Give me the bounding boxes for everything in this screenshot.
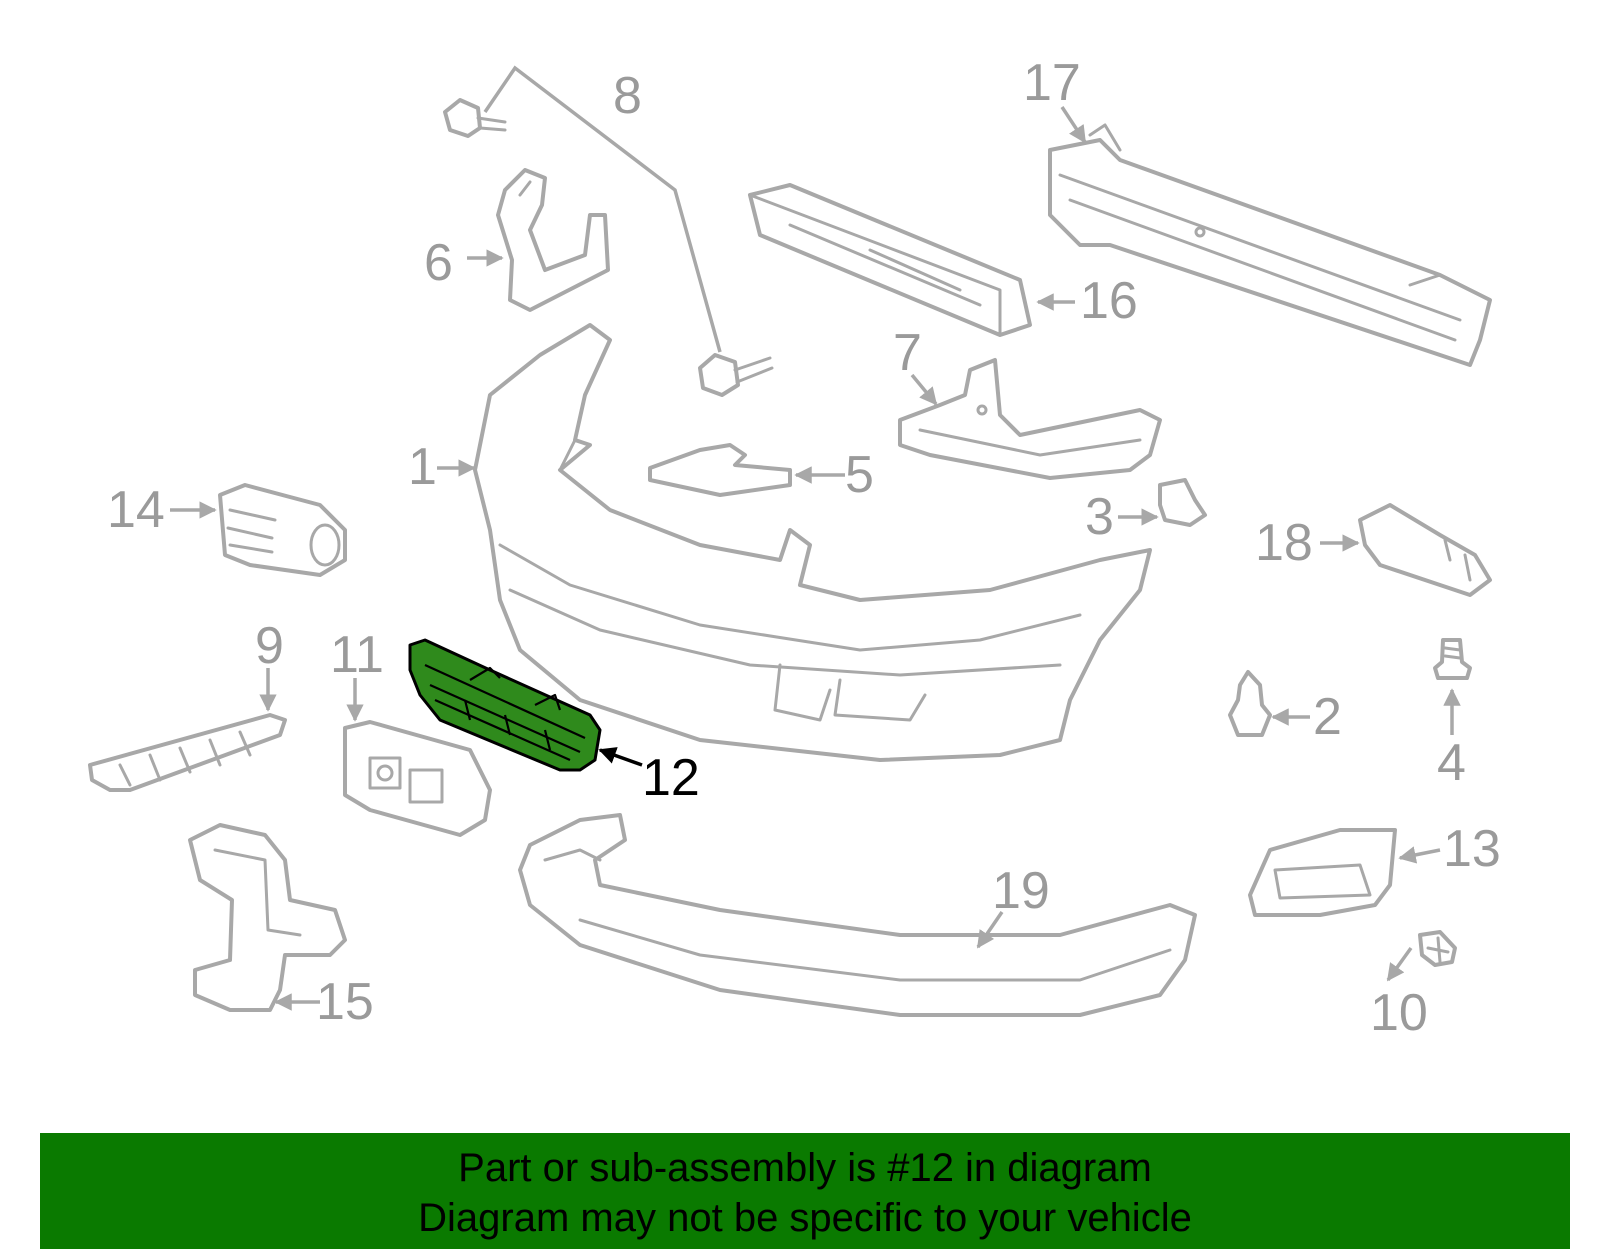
part-16-energy-absorber [748, 183, 1032, 337]
callout-12-highlighted: 12 [642, 749, 700, 807]
part-13-trim [1248, 828, 1397, 917]
part-10-screw [1418, 930, 1457, 967]
part-17-reinforcement-beam [1048, 123, 1492, 367]
part-8-bolts [443, 65, 774, 397]
callout-16: 16 [1080, 272, 1138, 330]
part-3-clip [1158, 478, 1207, 527]
callout-10: 10 [1370, 984, 1428, 1042]
callout-14: 14 [107, 481, 165, 539]
callout-2: 2 [1313, 688, 1342, 746]
callout-5: 5 [845, 446, 874, 504]
part-15-bracket [188, 823, 347, 1012]
callout-15: 15 [316, 973, 374, 1031]
info-banner: Part or sub-assembly is #12 in diagram D… [40, 1133, 1570, 1249]
part-11-lamp-housing [343, 720, 492, 837]
callout-numbers: 1 2 3 4 5 6 7 8 9 10 11 12 13 14 15 16 1… [107, 54, 1501, 1042]
part-14-fog-light [218, 483, 347, 577]
part-7-side-bracket [898, 358, 1162, 480]
leader-lines [170, 106, 1461, 1011]
callout-8: 8 [613, 67, 642, 125]
part-1-bumper-cover [473, 323, 1152, 762]
part-4-screw [1433, 638, 1472, 680]
callout-17: 17 [1023, 54, 1081, 112]
banner-line-disclaimer: Diagram may not be specific to your vehi… [418, 1196, 1192, 1240]
part-18-fog-light-right [1358, 503, 1492, 597]
part-2-push-clip [1228, 670, 1272, 737]
callout-1: 1 [408, 438, 437, 496]
callout-3: 3 [1085, 488, 1114, 546]
part-12-grille-highlighted [408, 638, 602, 772]
part-5-shield [648, 443, 792, 497]
callout-18: 18 [1255, 514, 1313, 572]
callout-6: 6 [424, 234, 453, 292]
banner-line-part-number: Part or sub-assembly is #12 in diagram [458, 1146, 1152, 1190]
callout-7: 7 [893, 324, 922, 382]
callout-9: 9 [255, 617, 284, 675]
part-6-bracket [496, 168, 610, 312]
part-9-bracket-strip [88, 713, 287, 792]
callout-19: 19 [992, 862, 1050, 920]
callout-4: 4 [1437, 734, 1466, 792]
callout-13: 13 [1443, 820, 1501, 878]
part-19-lower-spoiler [518, 813, 1197, 1017]
callout-11: 11 [330, 626, 384, 684]
